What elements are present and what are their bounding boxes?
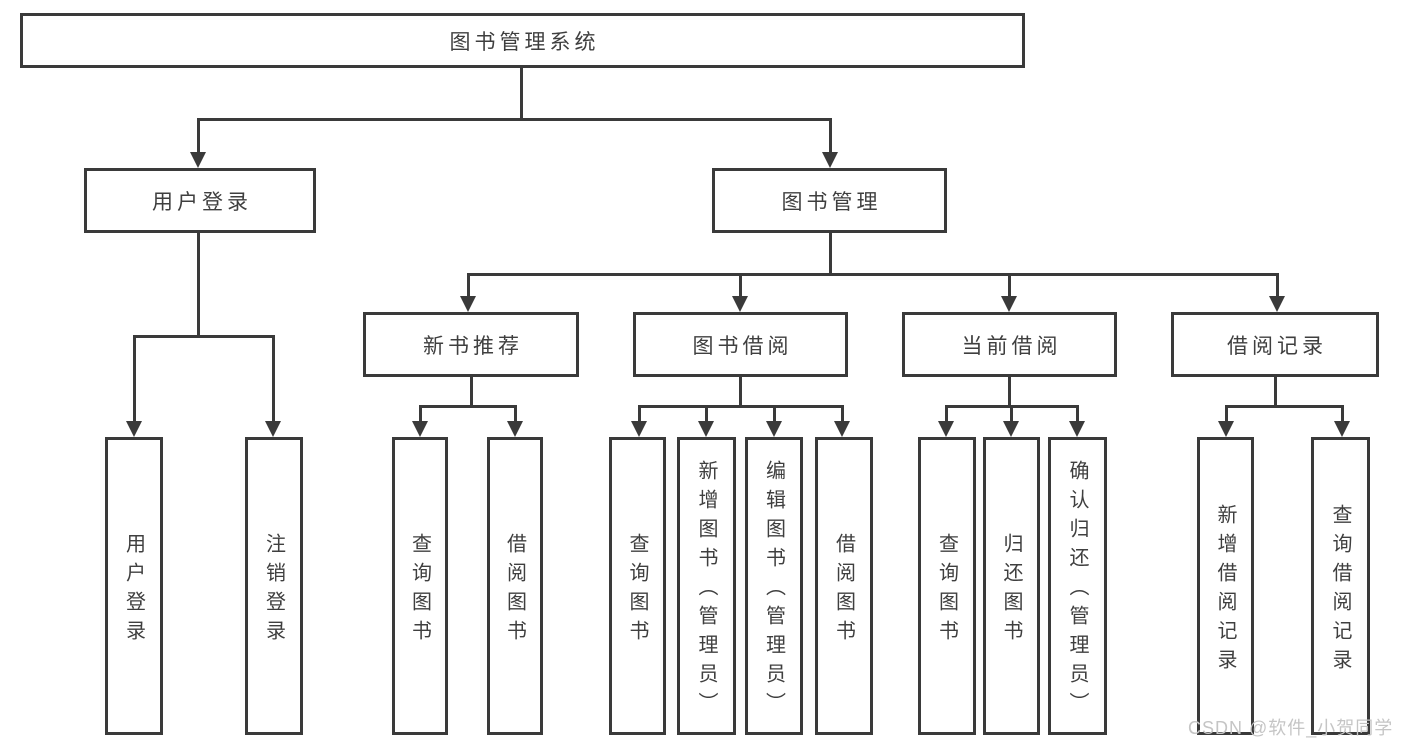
connector-cb-leaf3	[1076, 405, 1079, 423]
leaf-confirm-return-admin: 确认归还（管理员）	[1048, 437, 1107, 735]
leaf-edit-books-admin-label: 编辑图书（管理员）	[762, 460, 785, 721]
connector-book-mgmt-branch	[467, 273, 1279, 276]
arrowhead-nb-leaf1	[412, 421, 428, 437]
connector-user-login-trunk	[197, 233, 200, 335]
leaf-logout-login-label: 注销登录	[262, 532, 285, 649]
connector-current-borrow-trunk	[1008, 377, 1011, 405]
connector-borrow-records-trunk	[1274, 377, 1277, 405]
connector-to-current-borrow	[1008, 273, 1011, 298]
arrowhead-br-leaf1	[1218, 421, 1234, 437]
arrowhead-new-book	[460, 296, 476, 312]
leaf-borrow-books-recommend-label: 借阅图书	[503, 532, 526, 649]
node-borrow-records: 借阅记录	[1171, 312, 1379, 377]
arrowhead-bb-leaf1	[631, 421, 647, 437]
arrowhead-cb-leaf1	[938, 421, 954, 437]
connector-cb-leaf1	[945, 405, 948, 423]
arrowhead-cb-leaf2	[1003, 421, 1019, 437]
connector-to-leaf-login	[133, 335, 136, 423]
connector-to-book-management	[829, 118, 832, 154]
connector-nb-leaf2	[514, 405, 517, 423]
connector-book-borrow-trunk	[739, 377, 742, 405]
connector-to-user-login	[197, 118, 200, 154]
leaf-user-login: 用户登录	[105, 437, 163, 735]
leaf-query-borrow-record-label: 查询借阅记录	[1329, 503, 1351, 678]
connector-root-branch	[197, 118, 832, 121]
node-borrow-records-label: 借阅记录	[1227, 334, 1327, 358]
leaf-query-books-recommend: 查询图书	[392, 437, 448, 735]
connector-to-leaf-logout	[272, 335, 275, 423]
node-current-borrow: 当前借阅	[902, 312, 1117, 377]
connector-new-book-branch	[419, 405, 517, 408]
leaf-borrow-books-label: 借阅图书	[832, 532, 855, 649]
connector-bb-leaf1	[638, 405, 641, 423]
leaf-add-borrow-record: 新增借阅记录	[1197, 437, 1254, 735]
arrowhead-bb-leaf4	[834, 421, 850, 437]
connector-book-mgmt-trunk	[829, 233, 832, 273]
arrowhead-current-borrow	[1001, 296, 1017, 312]
connector-bb-leaf3	[773, 405, 776, 423]
leaf-borrow-books-recommend: 借阅图书	[487, 437, 543, 735]
connector-new-book-trunk	[470, 377, 473, 405]
leaf-query-books-recommend-label: 查询图书	[408, 532, 431, 649]
leaf-edit-books-admin: 编辑图书（管理员）	[745, 437, 803, 735]
connector-to-new-book	[467, 273, 470, 298]
arrowhead-bb-leaf2	[698, 421, 714, 437]
node-new-book-recommend: 新书推荐	[363, 312, 579, 377]
leaf-confirm-return-admin-label: 确认归还（管理员）	[1066, 460, 1088, 721]
leaf-query-books-current: 查询图书	[918, 437, 976, 735]
node-book-borrow: 图书借阅	[633, 312, 848, 377]
node-root-label: 图书管理系统	[449, 30, 600, 54]
connector-root-trunk	[520, 68, 523, 119]
arrowhead-book-management	[822, 152, 838, 168]
connector-book-borrow-branch	[638, 405, 844, 408]
node-book-management: 图书管理	[712, 168, 947, 233]
arrowhead-cb-leaf3	[1069, 421, 1085, 437]
arrowhead-bb-leaf3	[766, 421, 782, 437]
connector-br-leaf1	[1225, 405, 1228, 423]
leaf-add-borrow-record-label: 新增借阅记录	[1214, 503, 1236, 678]
arrowhead-borrow-records	[1269, 296, 1285, 312]
leaf-logout-login: 注销登录	[245, 437, 303, 735]
connector-nb-leaf1	[419, 405, 422, 423]
leaf-return-books-label: 归还图书	[1000, 532, 1022, 649]
leaf-query-borrow-record: 查询借阅记录	[1311, 437, 1370, 735]
node-book-management-label: 图书管理	[781, 190, 882, 214]
connector-to-book-borrow	[739, 273, 742, 298]
connector-cb-leaf2	[1010, 405, 1013, 423]
csdn-watermark: CSDN @软件_小贺同学	[1188, 718, 1394, 738]
leaf-query-books-borrow: 查询图书	[609, 437, 666, 735]
leaf-borrow-books: 借阅图书	[815, 437, 873, 735]
node-user-login-label: 用户登录	[152, 190, 252, 214]
leaf-query-books-current-label: 查询图书	[935, 532, 958, 649]
leaf-query-books-borrow-label: 查询图书	[626, 532, 648, 649]
arrowhead-nb-leaf2	[507, 421, 523, 437]
connector-borrow-records-branch	[1225, 405, 1343, 408]
connector-br-leaf2	[1341, 405, 1344, 423]
connector-bb-leaf2	[705, 405, 708, 423]
leaf-add-books-admin-label: 新增图书（管理员）	[695, 460, 717, 721]
connector-bb-leaf4	[841, 405, 844, 423]
leaf-add-books-admin: 新增图书（管理员）	[677, 437, 736, 735]
connector-user-login-branch	[133, 335, 275, 338]
node-book-borrow-label: 图书借阅	[692, 334, 793, 358]
arrowhead-book-borrow	[732, 296, 748, 312]
arrowhead-br-leaf2	[1334, 421, 1350, 437]
connector-to-borrow-records	[1276, 273, 1279, 298]
node-user-login: 用户登录	[84, 168, 316, 233]
arrowhead-leaf-login	[126, 421, 142, 437]
leaf-return-books: 归还图书	[983, 437, 1040, 735]
node-new-book-recommend-label: 新书推荐	[423, 334, 523, 358]
arrowhead-leaf-logout	[265, 421, 281, 437]
node-current-borrow-label: 当前借阅	[961, 334, 1062, 358]
arrowhead-user-login	[190, 152, 206, 168]
leaf-user-login-label: 用户登录	[122, 532, 145, 649]
node-root: 图书管理系统	[20, 13, 1025, 68]
